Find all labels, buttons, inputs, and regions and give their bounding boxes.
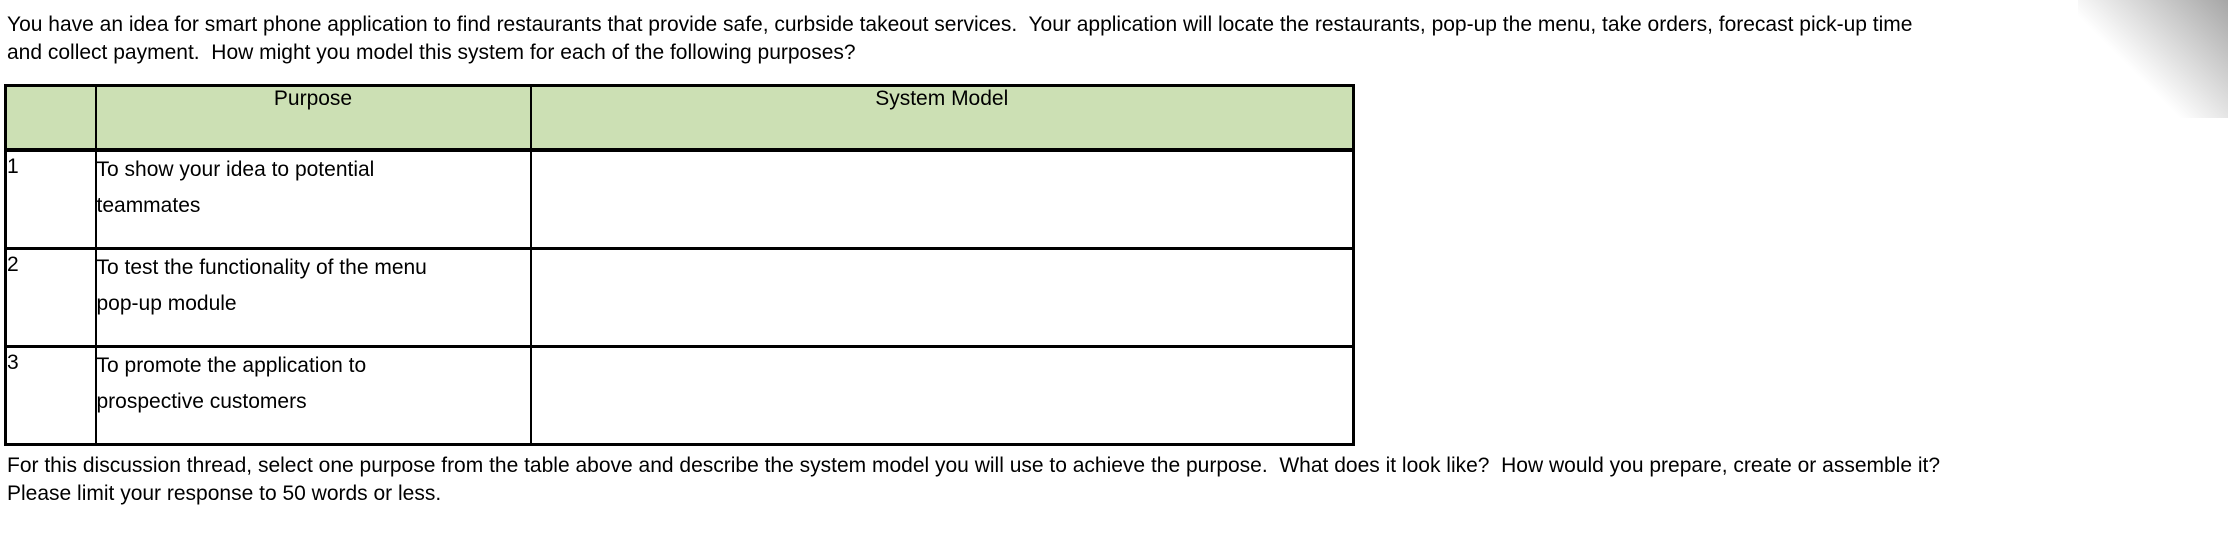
footer-line-1: For this discussion thread, select one p… [7, 454, 1941, 477]
footer-line-2: Please limit your response to 50 words o… [7, 482, 442, 505]
header-cell-purpose: Purpose [94, 84, 532, 152]
row-number: 2 [4, 247, 97, 348]
system-model-cell [529, 148, 1355, 250]
page-corner-shadow [2078, 0, 2228, 118]
table-row: 3 To promote the application to prospect… [4, 345, 1355, 446]
purpose-line: To show your idea to potential [96, 158, 375, 181]
header-cell-number [4, 84, 97, 152]
header-cell-system-model: System Model [529, 84, 1355, 152]
purpose-cell: To promote the application to prospectiv… [94, 345, 532, 446]
table-row: 2 To test the functionality of the menu … [4, 247, 1355, 348]
table-header-row: Purpose System Model [4, 84, 1355, 152]
purpose-line: prospective customers [96, 390, 307, 413]
system-model-cell [529, 345, 1355, 446]
row-number: 3 [4, 345, 97, 446]
purpose-system-model-table: Purpose System Model 1 To show your idea… [4, 84, 1355, 446]
purpose-cell: To show your idea to potential teammates [94, 148, 532, 250]
purpose-line: To test the functionality of the menu [96, 256, 427, 279]
system-model-cell [529, 247, 1355, 348]
purpose-line: teammates [96, 194, 201, 217]
purpose-line: To promote the application to [96, 354, 367, 377]
table-row: 1 To show your idea to potential teammat… [4, 148, 1355, 250]
purpose-line: pop-up module [96, 292, 237, 315]
row-number: 1 [4, 148, 97, 250]
footer-paragraph: For this discussion thread, select one p… [7, 452, 1940, 508]
purpose-cell: To test the functionality of the menu po… [94, 247, 532, 348]
intro-line-1: You have an idea for smart phone applica… [7, 13, 1913, 36]
intro-paragraph: You have an idea for smart phone applica… [7, 11, 1912, 67]
intro-line-2: and collect payment. How might you model… [7, 41, 856, 64]
